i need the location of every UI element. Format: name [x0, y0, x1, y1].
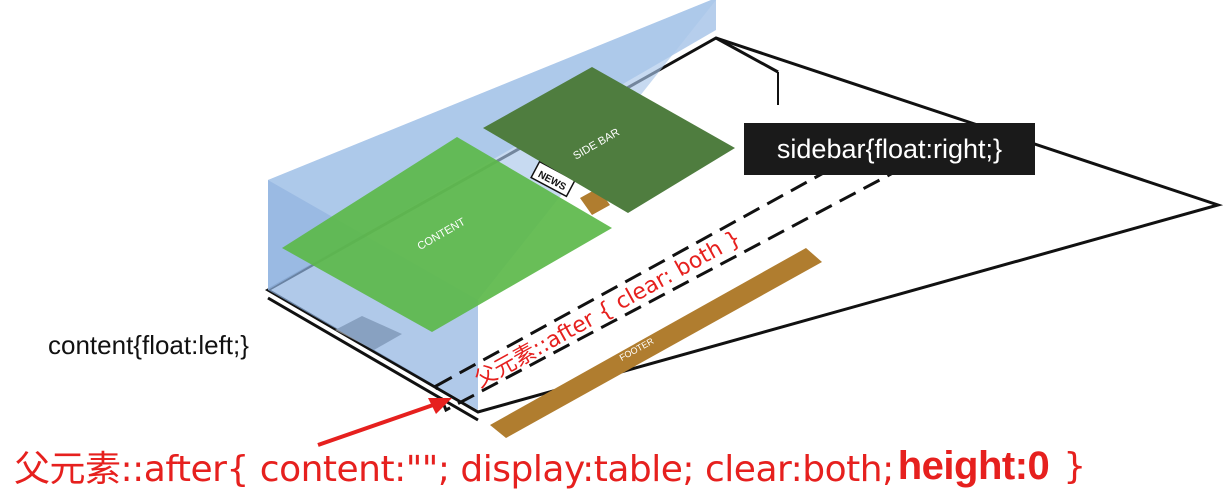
bottom-after-rule-height: height:0: [897, 443, 1050, 488]
content-box: [282, 137, 612, 332]
pointer-arrow-head: [428, 398, 452, 414]
header-divider-line: [715, 36, 779, 74]
sidebar-box: [483, 67, 735, 213]
sidebar-rule-label: sidebar{float:right;}: [744, 123, 1035, 175]
bottom-after-rule-text: 父元素::after{ content:""; display:table; c…: [14, 449, 894, 490]
pointer-arrow-line: [317, 402, 437, 447]
bottom-after-rule: 父元素::after{ content:""; display:table; c…: [14, 436, 1224, 496]
content-rule-label: content{float:left;}: [48, 330, 249, 360]
bottom-after-rule-close: }: [1063, 445, 1086, 487]
footer-box: [490, 248, 822, 438]
